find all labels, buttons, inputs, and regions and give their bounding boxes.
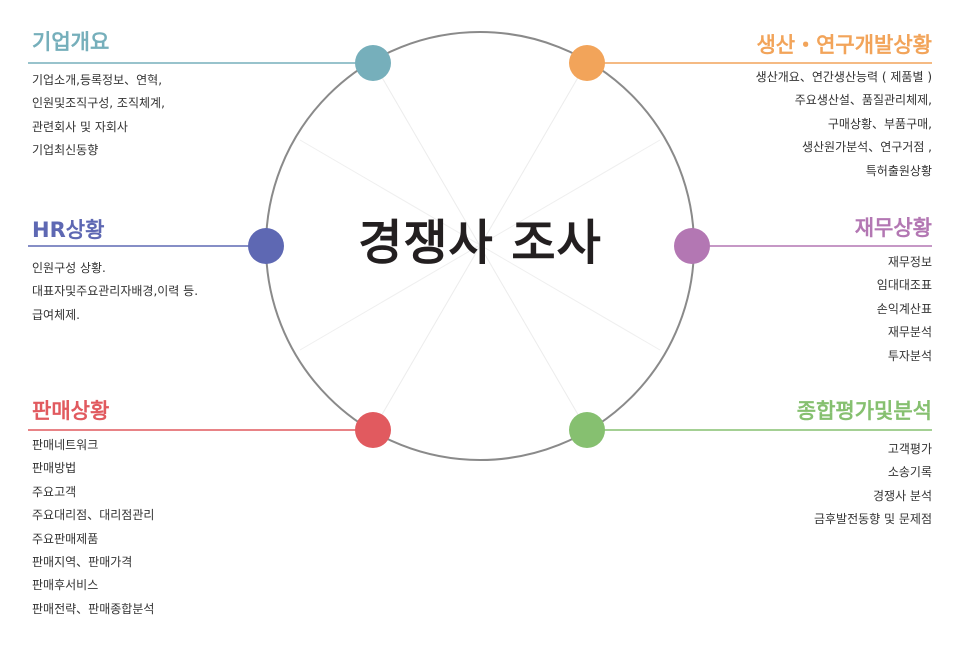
list-item: 기업최신동향 xyxy=(32,143,99,158)
section-finance: 재무상황 재무정보 임대대조표 손익계산표 재무분석 투자분석 xyxy=(855,213,932,368)
center-title: 경쟁사 조사 xyxy=(358,215,602,271)
node-finance xyxy=(674,228,710,264)
list-item: 투자분석 xyxy=(887,348,932,363)
list-item: 손익계산표 xyxy=(876,301,932,316)
list-item: 주요판매제품 xyxy=(32,531,99,546)
list-item: 재무정보 xyxy=(887,255,932,269)
list-item: 특허출원상황 xyxy=(865,163,932,178)
list-item: 생산개요、연간생산능력 ( 제품별 ) xyxy=(755,70,932,84)
list-item: 판매후서비스 xyxy=(32,578,99,593)
list-item: 임대대조표 xyxy=(876,278,932,293)
node-hr xyxy=(248,228,284,264)
node-evaluation xyxy=(569,412,605,448)
list-item: 경쟁사 분석 xyxy=(872,488,932,503)
section-hr: HR상황 인원구성 상황. 대표자및주요관리자배경,이력 등. 급여체제. xyxy=(32,215,198,327)
list-item: 대표자및주요관리자배경,이력 등. xyxy=(32,284,199,299)
list-item: 금후발전동향 및 문제점 xyxy=(813,512,932,527)
section-finance-title: 재무상황 xyxy=(854,216,932,240)
section-hr-title: HR상황 xyxy=(32,218,105,242)
cross-line-d xyxy=(299,139,661,351)
list-item: 주요생산설、품질관리체제, xyxy=(794,93,932,108)
list-item: 주요고객 xyxy=(32,484,77,499)
section-sales: 판매상황 판매네트워크 판매방법 주요고객 주요대리점、대리점관리 주요판매제품… xyxy=(32,396,154,621)
list-item: 소송기록 xyxy=(887,465,932,480)
section-evaluation: 종합평가및분석 고객평가 소송기록 경쟁사 분석 금후발전동향 및 문제점 xyxy=(797,396,932,532)
node-production xyxy=(569,45,605,81)
section-company-title: 기업개요 xyxy=(32,30,110,54)
section-sales-list: 판매네트워크 판매방법 주요고객 주요대리점、대리점관리 주요판매제품 판매지역… xyxy=(32,434,154,621)
list-item: 고객평가 xyxy=(887,442,932,456)
node-company xyxy=(355,45,391,81)
section-sales-title: 판매상황 xyxy=(32,399,110,423)
list-item: 생산원가분석、연구거점 , xyxy=(801,140,932,155)
section-company: 기업개요 기업소개,등록정보、연혁, 인원및조직구성, 조직체계, 관련회사 및… xyxy=(32,27,165,163)
section-company-list: 기업소개,등록정보、연혁, 인원및조직구성, 조직체계, 관련회사 및 자회사 … xyxy=(32,69,165,163)
list-item: 판매전략、판매종합분석 xyxy=(32,601,155,616)
list-item: 판매지역、판매가격 xyxy=(32,555,133,570)
section-production-list: 생산개요、연간생산능력 ( 제품별 ) 주요생산설、품질관리체제, 구매상황、부… xyxy=(756,66,932,183)
list-item: 재무분석 xyxy=(887,325,932,340)
list-item: 인원및조직구성, 조직체계, xyxy=(32,96,165,111)
cross-line-b xyxy=(372,61,588,431)
list-item: 인원구성 상황. xyxy=(32,261,106,275)
section-hr-list: 인원구성 상황. 대표자및주요관리자배경,이력 등. 급여체제. xyxy=(32,257,198,327)
list-item: 주요대리점、대리점관리 xyxy=(32,508,155,523)
list-item: 구매상황、부품구매, xyxy=(827,116,932,131)
list-item: 판매네트워크 xyxy=(32,438,99,452)
section-evaluation-title: 종합평가및분석 xyxy=(796,399,932,423)
section-finance-list: 재무정보 임대대조표 손익계산표 재무분석 투자분석 xyxy=(855,251,932,368)
list-item: 관련회사 및 자회사 xyxy=(32,119,128,134)
section-production-title: 생산・연구개발상황 xyxy=(756,33,932,57)
list-item: 판매방법 xyxy=(32,461,77,476)
section-evaluation-list: 고객평가 소송기록 경쟁사 분석 금후발전동향 및 문제점 xyxy=(797,438,932,532)
section-production: 생산・연구개발상황 생산개요、연간생산능력 ( 제품별 ) 주요생산설、품질관리… xyxy=(756,30,932,183)
node-sales xyxy=(355,412,391,448)
list-item: 기업소개,등록정보、연혁, xyxy=(32,73,163,87)
list-item: 급여체제. xyxy=(32,307,80,322)
